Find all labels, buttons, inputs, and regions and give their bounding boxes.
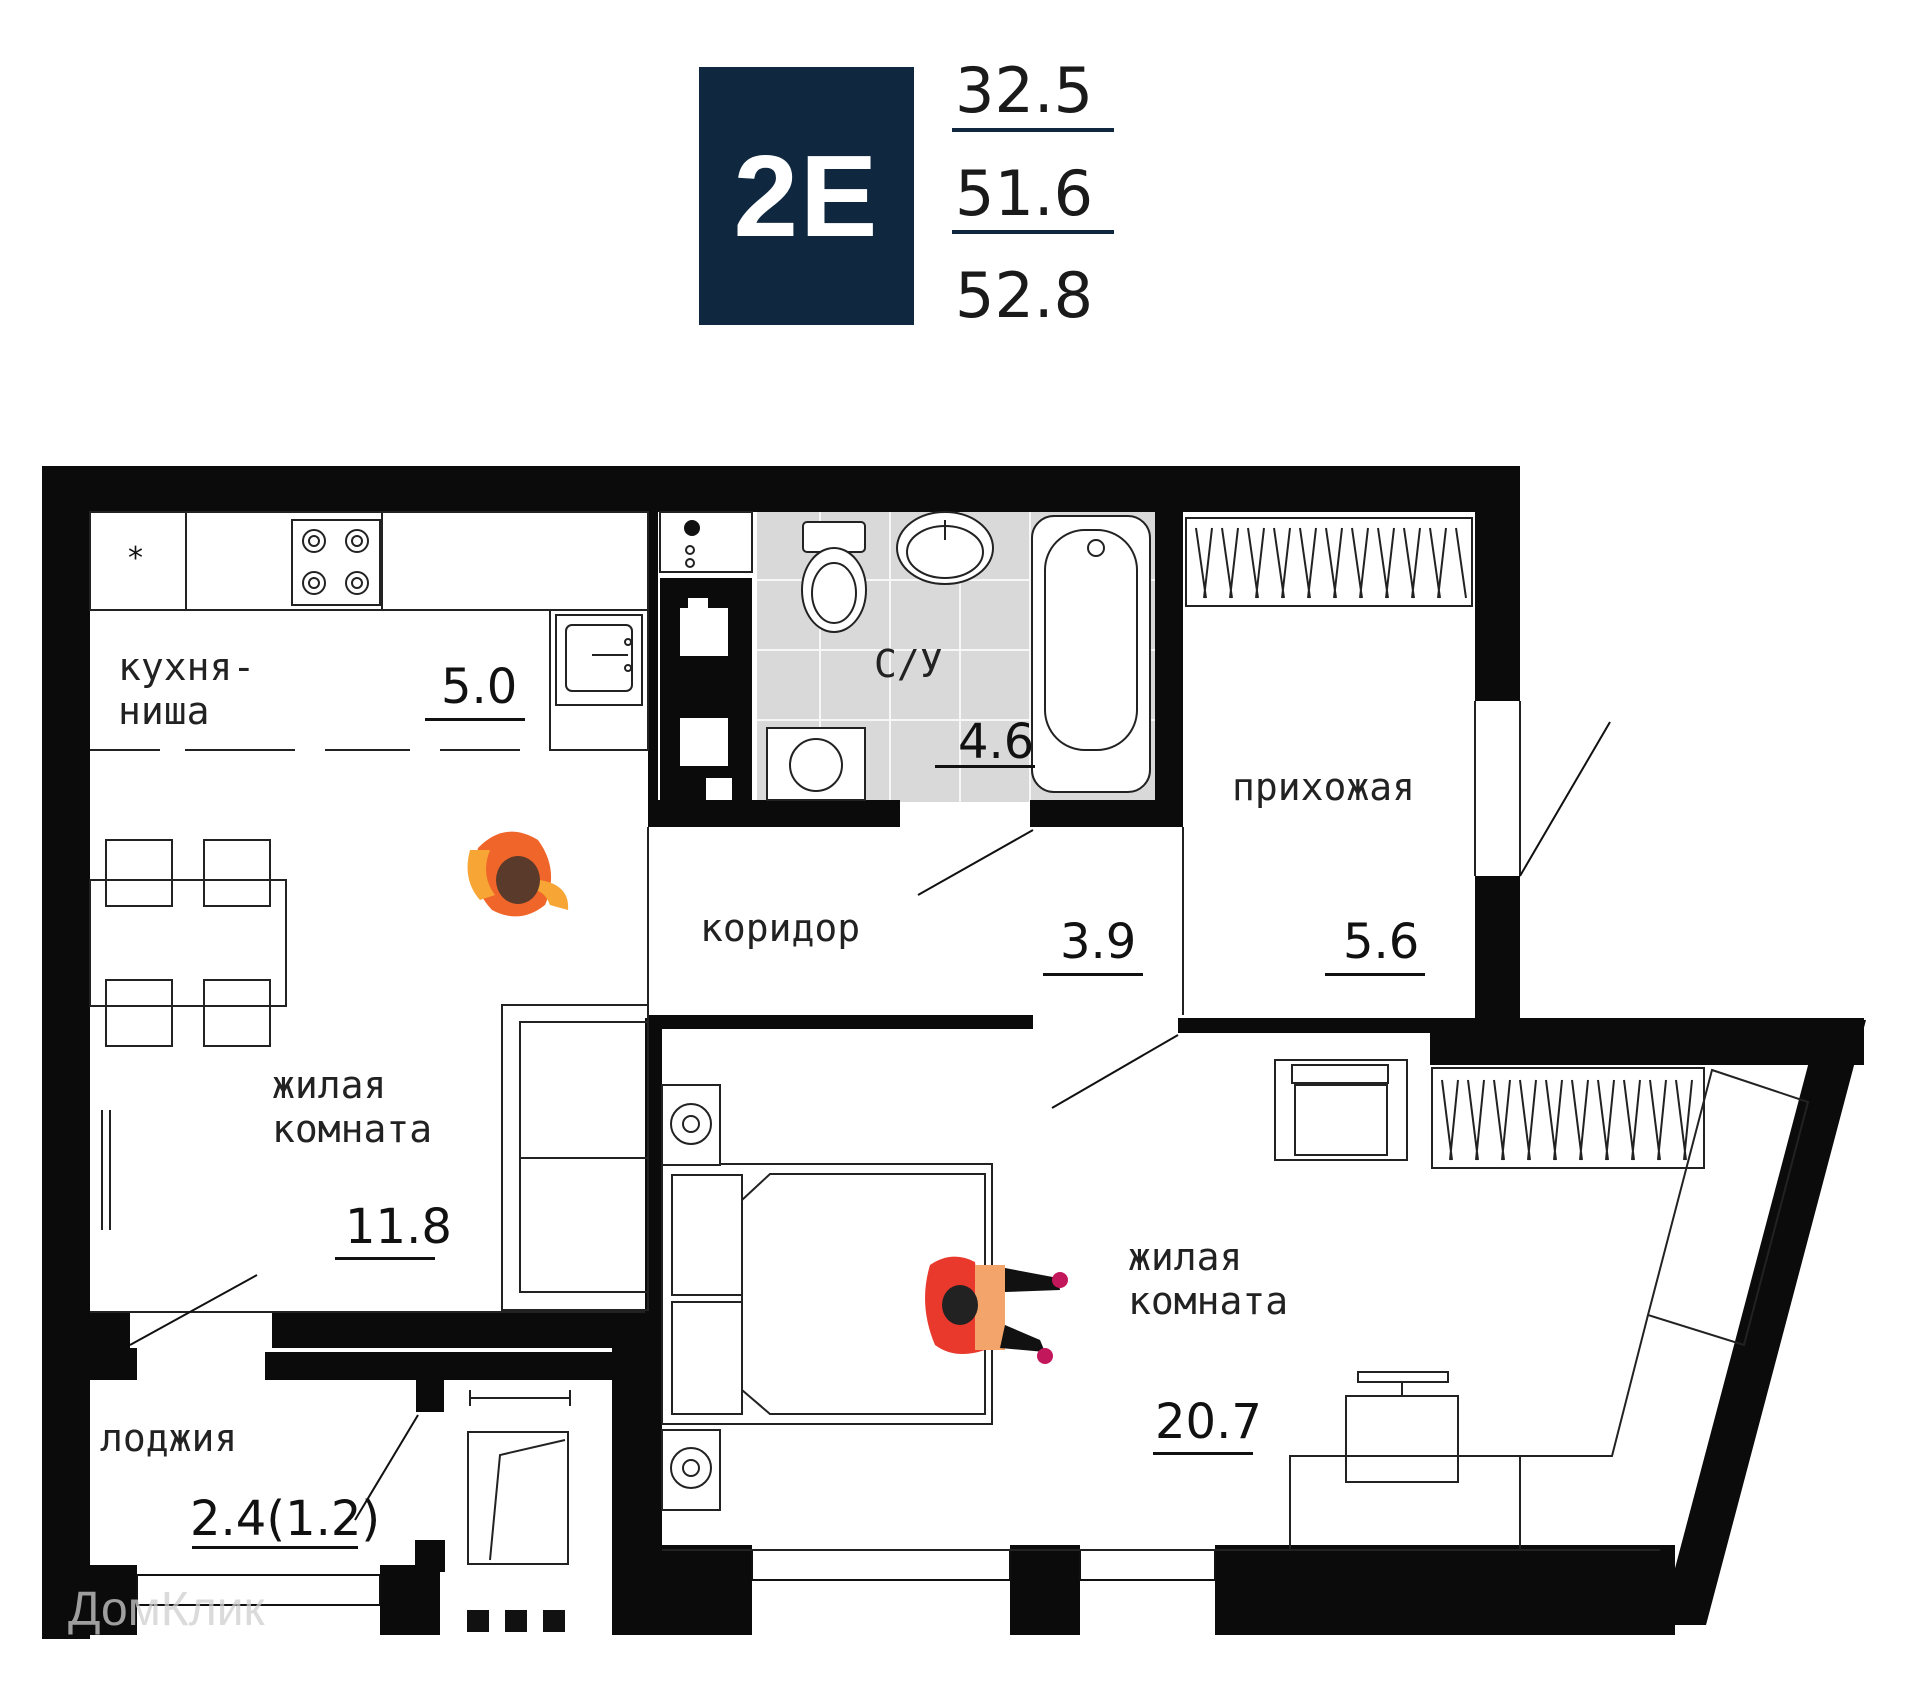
washbasin-icon (896, 511, 994, 585)
hallway-label: прихожая (1232, 765, 1416, 809)
person-sitting-icon (925, 1256, 1068, 1364)
loggia-area-underline (192, 1546, 358, 1549)
area-divider-2 (952, 230, 1114, 234)
bathroom-label: С/У (874, 642, 943, 686)
stove-icon (291, 519, 381, 606)
toilet-icon (801, 521, 867, 633)
corridor-area: 3.9 (1060, 914, 1137, 970)
washing-machine-icon (766, 727, 866, 801)
living-room-1-area: 11.8 (345, 1199, 452, 1255)
kitchen-area-underline (425, 718, 525, 721)
walls (42, 466, 1866, 1639)
corridor-area-underline (1043, 973, 1143, 976)
bathroom-area-underline (935, 765, 1035, 768)
bathtub-icon (1031, 515, 1151, 793)
living-room-1-label: жилая комната (272, 1063, 433, 1151)
living-room-2-area-underline (1153, 1452, 1253, 1455)
wardrobe-icon (1185, 517, 1473, 607)
sofa-icon (501, 1004, 649, 1311)
sink-icon (555, 614, 643, 706)
living-area-value: 32.5 (955, 54, 1094, 127)
bed-icon (661, 1084, 993, 1511)
plan-code-badge: 2E (699, 67, 914, 325)
total-area-with-loggia-value: 52.8 (955, 259, 1094, 332)
bathroom-area: 4.6 (958, 714, 1035, 770)
loggia-area: 2.4(1.2) (190, 1491, 381, 1547)
desk-icon (1289, 1314, 1649, 1550)
kitchen-area: 5.0 (441, 659, 518, 715)
kitchen-counter (89, 511, 649, 751)
living-room-2-area: 20.7 (1155, 1394, 1262, 1450)
loggia-label: лоджия (100, 1416, 238, 1460)
corridor-label: коридор (700, 906, 861, 950)
area-divider-1 (952, 128, 1114, 132)
watermark: ДомКлик (68, 1582, 265, 1637)
shaft (660, 578, 752, 806)
person-icon (467, 831, 569, 917)
hallway-area: 5.6 (1343, 914, 1420, 970)
loggia-cabinet-icon (467, 1390, 571, 1565)
kitchen-label: кухня- ниша (118, 645, 256, 733)
total-area-value: 51.6 (955, 157, 1094, 230)
watermark-text: ДомКлик (68, 1583, 265, 1636)
armchair-icon (1274, 1059, 1408, 1161)
living-room-1-area-underline (335, 1257, 435, 1260)
hallway-area-underline (1325, 973, 1425, 976)
dining-table-icon (89, 839, 287, 1230)
bedroom-wardrobe-icon (1431, 1067, 1810, 1347)
doors (129, 721, 1611, 1521)
plan-code: 2E (733, 131, 880, 261)
living-room-2-label: жилая комната (1128, 1235, 1289, 1323)
svg-text:*: * (128, 541, 143, 576)
